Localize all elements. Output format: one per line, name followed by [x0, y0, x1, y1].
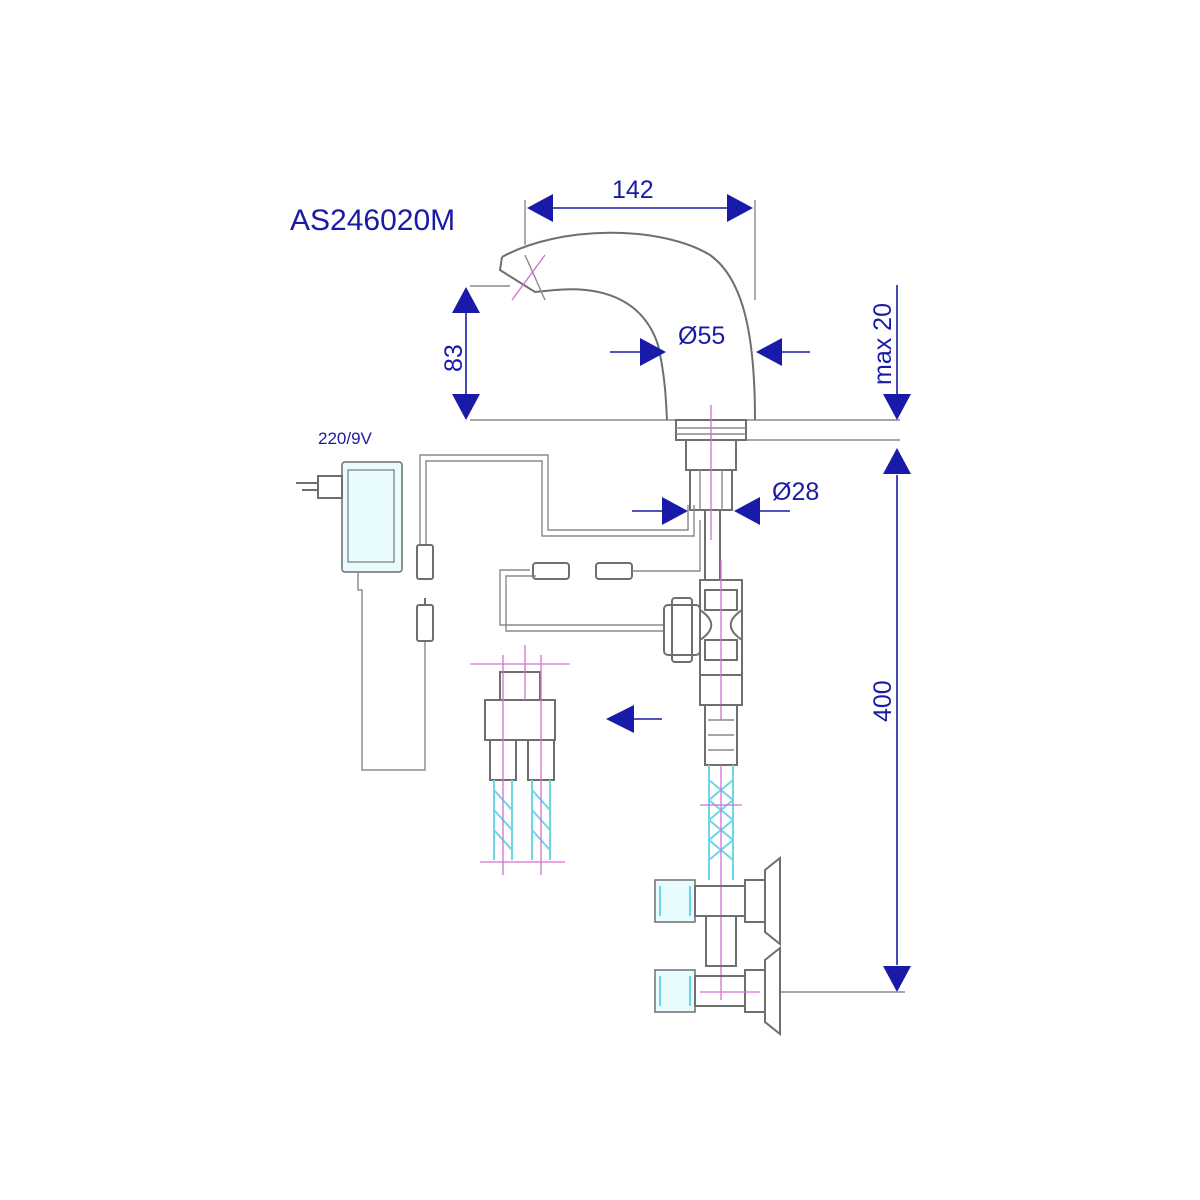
power-adapter	[296, 461, 434, 771]
body-diameter-value: Ø55	[678, 322, 725, 350]
model-code: AS246020M	[290, 204, 455, 237]
dimension-shank-diameter: Ø28	[632, 478, 819, 525]
dimension-spout-reach: 142	[527, 176, 753, 222]
dimension-install-depth: 400	[780, 448, 911, 993]
countertop-lines	[470, 419, 900, 441]
shank-diameter-value: Ø28	[772, 478, 819, 506]
faucet-spout	[498, 200, 756, 421]
twin-hose-connector	[470, 645, 570, 875]
sensor-cable	[416, 454, 695, 580]
max-deck-value: max 20	[869, 303, 897, 385]
solenoid-cable	[499, 520, 701, 632]
spout-height-value: 83	[440, 344, 468, 372]
flow-direction-arrow	[606, 705, 662, 733]
install-depth-value: 400	[869, 680, 897, 722]
spout-reach-value: 142	[612, 176, 654, 204]
mounting-shank	[675, 405, 747, 540]
dimension-max-deck: max 20	[869, 285, 911, 420]
supply-hose-main	[700, 704, 742, 1000]
solenoid-valve	[663, 510, 743, 720]
dimension-body-diameter: Ø55	[610, 322, 810, 366]
angle-valve-upper	[654, 855, 781, 967]
dimension-spout-height: 83	[440, 285, 510, 420]
angle-valve-lower	[654, 945, 781, 1037]
adapter-voltage-label: 220/9V	[318, 429, 373, 448]
